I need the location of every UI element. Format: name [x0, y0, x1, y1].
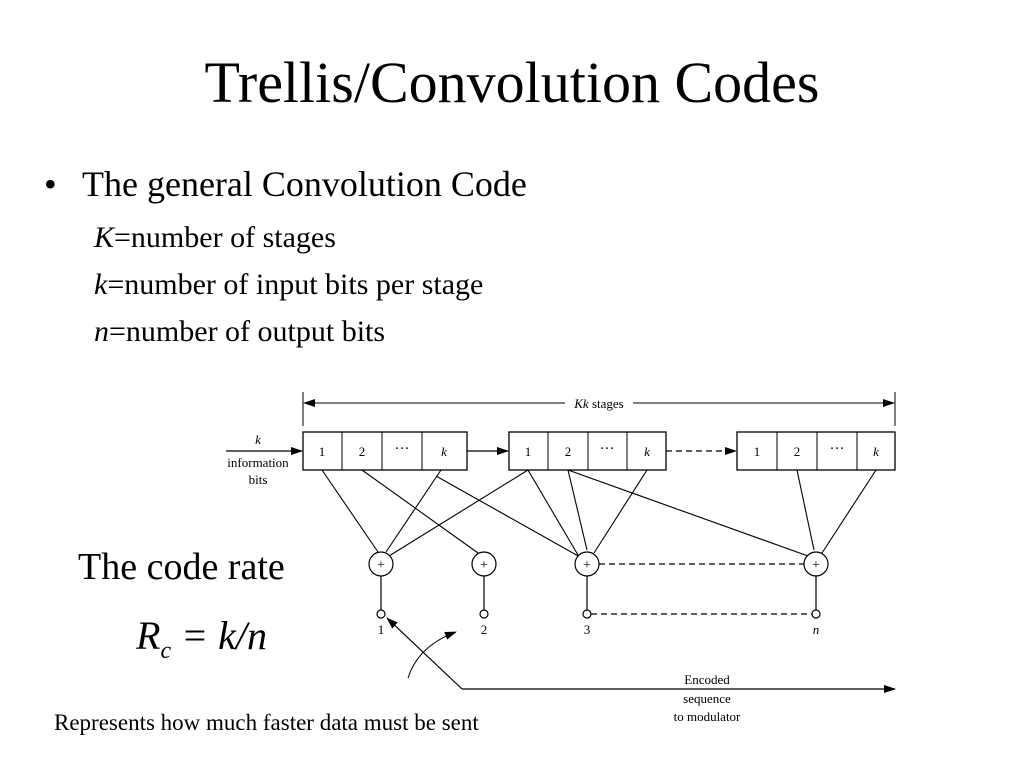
- encoded-label-line2: sequence: [683, 691, 731, 706]
- definition-text: =number of input bits per stage: [107, 268, 484, 301]
- input-k-label: k: [255, 432, 261, 447]
- adder-symbol: +: [377, 558, 385, 573]
- commutator-arm: [386, 617, 463, 690]
- code-rate-label: The code rate: [78, 546, 285, 588]
- note-text: Represents how much faster data must be …: [54, 710, 479, 735]
- adder-symbol: +: [583, 558, 591, 573]
- stage-1-cell-dots: ···: [395, 441, 410, 457]
- adder-2: +: [471, 551, 497, 577]
- formula-lhs: R: [136, 613, 161, 658]
- adder-3: +: [574, 551, 600, 577]
- input-label-line1: information: [227, 455, 289, 470]
- commutator-rotation-arrow: [407, 631, 457, 679]
- slide-title: Trellis/Convolution Codes: [204, 50, 820, 115]
- stage-K-cell-dots: ···: [830, 441, 845, 457]
- definition-K: K=number of stages: [94, 220, 336, 256]
- definition-n: n=number of output bits: [94, 314, 385, 350]
- stage-K-cell-k: k: [873, 444, 879, 459]
- definition-symbol: k: [94, 268, 108, 301]
- stage-1-register: [302, 431, 468, 471]
- definition-text: =number of stages: [114, 221, 336, 254]
- definition-text: =number of output bits: [109, 315, 386, 348]
- stage-1-cell-2: 2: [359, 444, 366, 459]
- adder-symbol: +: [480, 558, 488, 573]
- tap-connections: [321, 469, 877, 558]
- output-label-1: 1: [378, 622, 385, 637]
- formula-rhs: = k/n: [181, 613, 267, 658]
- stage-2-cell-1: 1: [525, 444, 532, 459]
- stage-1-cell-1: 1: [319, 444, 326, 459]
- stage-K-cell-1: 1: [754, 444, 761, 459]
- definition-symbol: K: [94, 221, 115, 254]
- stages-label: Kk stages: [573, 396, 623, 411]
- adder-1: +: [368, 551, 394, 577]
- bullet-icon: •: [44, 164, 57, 204]
- output-terminals: [376, 576, 821, 619]
- adder-symbol: +: [812, 558, 820, 573]
- encoded-label-line3: to modulator: [674, 709, 741, 724]
- bullet-item: • The general Convolution Code: [44, 162, 527, 206]
- output-label-2: 2: [481, 622, 488, 637]
- output-label-n: n: [813, 622, 820, 637]
- stage-2-cell-dots: ···: [600, 441, 615, 457]
- adder-n: +: [803, 551, 829, 577]
- stage-2-cell-k: k: [644, 444, 650, 459]
- stage-2-cell-2: 2: [565, 444, 572, 459]
- encoded-label-line1: Encoded: [684, 672, 730, 687]
- bullet-text: The general Convolution Code: [82, 164, 527, 204]
- code-rate-formula: Rc = k/n: [136, 612, 267, 675]
- definition-symbol: n: [94, 315, 109, 348]
- input-label-line2: bits: [249, 472, 268, 487]
- stage-1-cell-k: k: [441, 444, 447, 459]
- definition-k: k=number of input bits per stage: [94, 267, 483, 303]
- stage-K-cell-2: 2: [794, 444, 801, 459]
- output-label-3: 3: [584, 622, 591, 637]
- stage-K-register: [736, 431, 896, 471]
- formula-subscript: c: [160, 638, 172, 664]
